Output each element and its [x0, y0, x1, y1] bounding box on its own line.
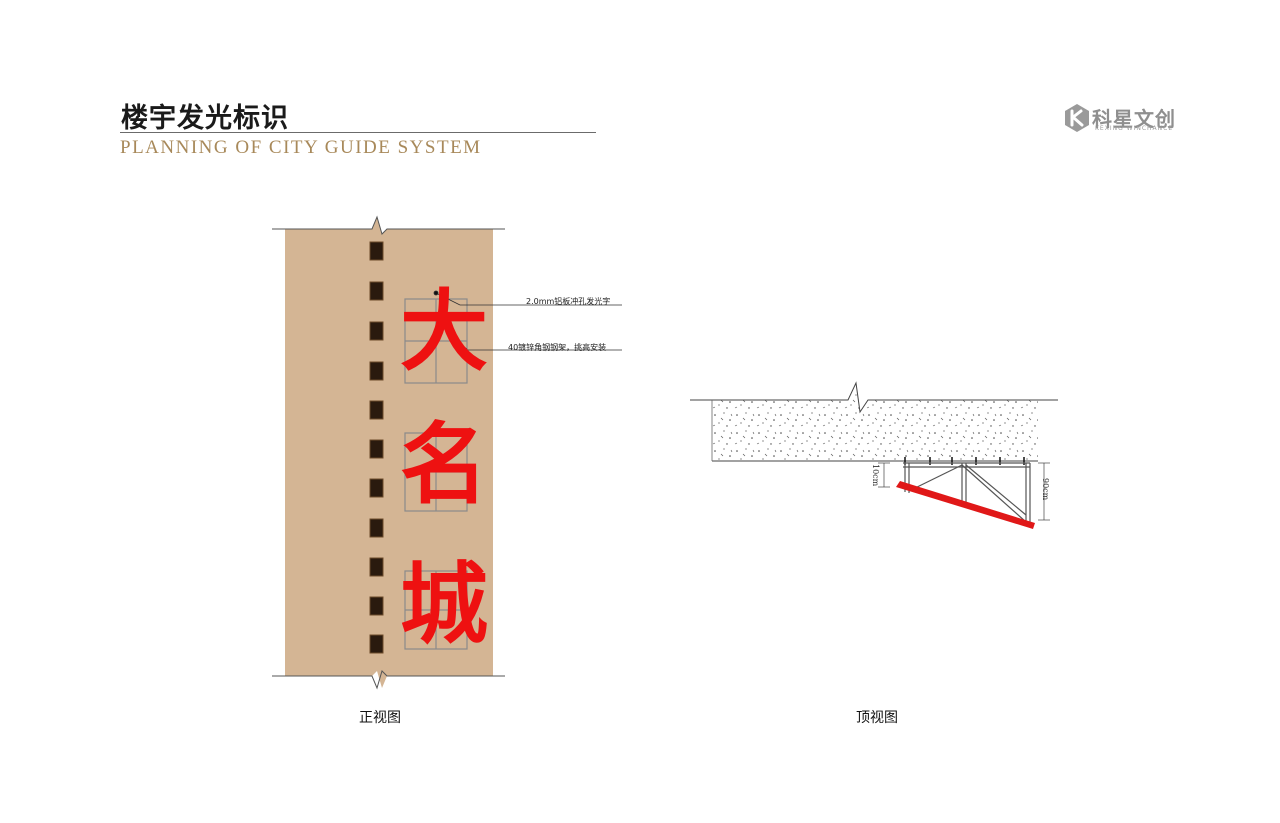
logo-name: 科星文创 — [1092, 107, 1176, 131]
concrete-slab — [712, 383, 1038, 461]
facade-windows — [369, 241, 384, 654]
slab-break-line — [690, 381, 1058, 414]
bottom-break-line — [272, 670, 505, 690]
steel-frame-grids — [404, 298, 468, 650]
sign-character: 大 — [399, 279, 488, 383]
top-view-caption: 顶视图 — [856, 710, 898, 726]
title-divider — [120, 132, 596, 133]
top-view-drawing — [690, 381, 1058, 529]
sign-panel — [896, 481, 1035, 529]
sign-character: 城 — [399, 552, 488, 656]
annotation-leaders — [433, 290, 622, 353]
building-facade — [285, 217, 493, 688]
top-break-line — [272, 215, 505, 235]
page-title: 楼宇发光标识 — [121, 103, 289, 134]
front-view-drawing — [272, 215, 622, 690]
sign-character: 名 — [399, 412, 488, 516]
dimension-lines — [878, 462, 1050, 521]
annotation-frame: 40镀锌角钢钢架，挑高安装 — [508, 343, 607, 352]
anchor-bolts — [904, 457, 1025, 465]
dimension-offset-label: 10cm — [871, 464, 880, 487]
steel-truss — [903, 462, 1031, 525]
page-subtitle: PLANNING OF CITY GUIDE SYSTEM — [120, 137, 482, 158]
annotation-letters: 2.0mm铝板冲孔发光字 — [526, 297, 611, 306]
kexing-logo-icon — [1065, 104, 1089, 132]
front-view-caption: 正视图 — [359, 710, 401, 726]
dimension-height-label: 90cm — [1041, 478, 1050, 501]
logo-subtitle: KEXING WINCHANCE — [1095, 125, 1174, 132]
